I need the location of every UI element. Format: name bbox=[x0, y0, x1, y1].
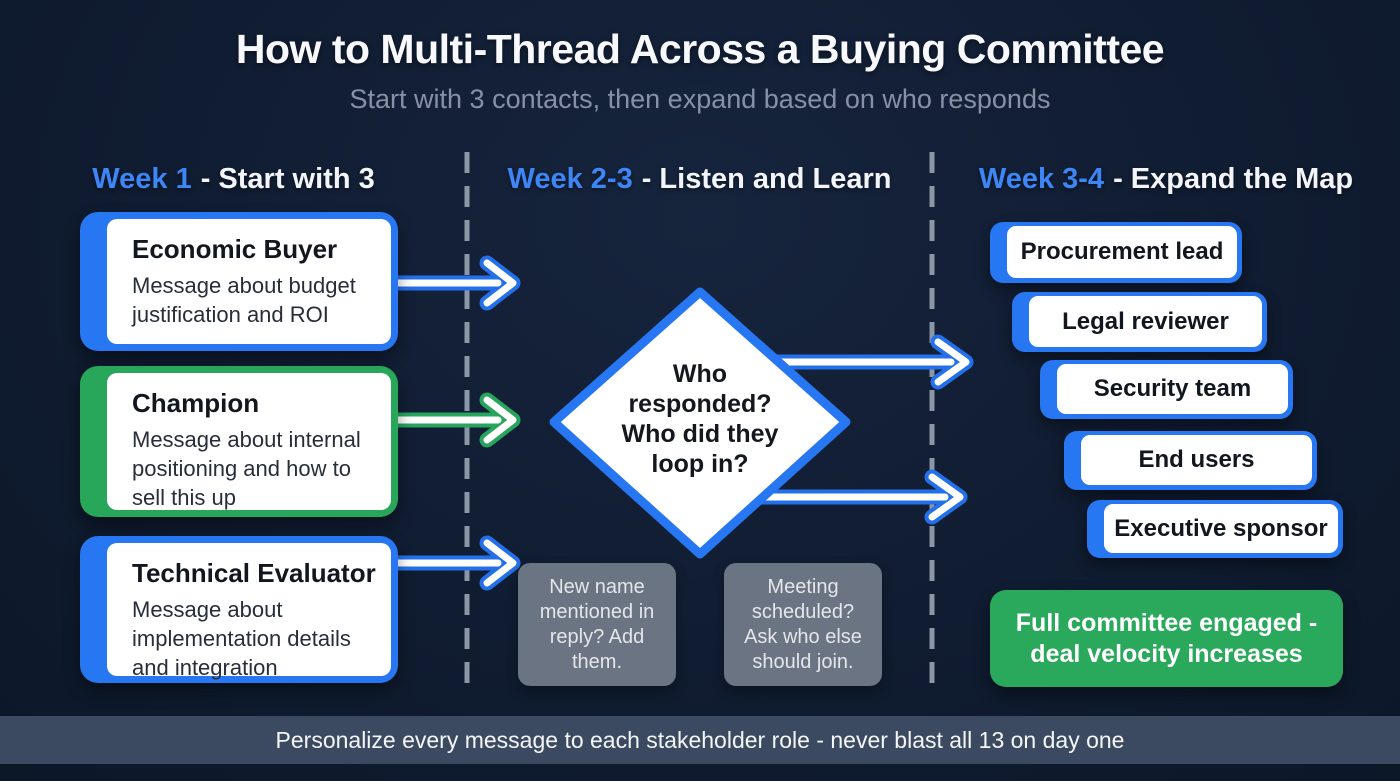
footer-banner: Personalize every message to each stakeh… bbox=[0, 716, 1400, 764]
decision-question: Who responded? Who did they loop in? bbox=[621, 360, 779, 478]
contact-card-body: Champion Message about internal position… bbox=[107, 373, 391, 510]
expansion-card-legal-reviewer: Legal reviewer bbox=[1012, 292, 1267, 352]
page-title: How to Multi-Thread Across a Buying Comm… bbox=[235, 26, 1165, 72]
expansion-card-procurement-lead: Procurement lead bbox=[990, 222, 1242, 283]
economic-buyer-arrow-icon bbox=[384, 255, 521, 311]
column-header-week1: Week 1 - Start with 3 bbox=[0, 161, 467, 197]
note-card-new-name: New name mentioned in reply? Add them. bbox=[518, 563, 676, 686]
champion-arrow-icon bbox=[384, 392, 521, 448]
week1-title: - Start with 3 bbox=[200, 162, 375, 195]
week1-label: Week 1 bbox=[92, 162, 192, 195]
week2-3-title: - Listen and Learn bbox=[641, 162, 892, 195]
contact-description: Message about budget justification and R… bbox=[132, 273, 356, 327]
contact-card-technical-evaluator: Technical Evaluator Message about implem… bbox=[80, 536, 398, 683]
contact-description: Message about internal positioning and h… bbox=[132, 427, 361, 510]
week2-3-label: Week 2-3 bbox=[507, 162, 633, 195]
week3-4-title: - Expand the Map bbox=[1113, 162, 1354, 195]
page-subtitle: Start with 3 contacts, then expand based… bbox=[349, 84, 1051, 114]
expansion-card-body: Security team bbox=[1057, 364, 1288, 414]
note-text: New name mentioned in reply? Add them. bbox=[539, 575, 655, 673]
expansion-label: Security team bbox=[1093, 375, 1252, 402]
contact-title: Economic Buyer bbox=[132, 234, 338, 264]
expansion-card-end-users: End users bbox=[1064, 431, 1317, 490]
expansion-label: Procurement lead bbox=[1020, 238, 1224, 265]
note-text: Meeting scheduled? Ask who else should j… bbox=[744, 575, 862, 673]
contact-card-champion: Champion Message about internal position… bbox=[80, 366, 398, 517]
week3-4-label: Week 3-4 bbox=[978, 162, 1105, 195]
footer-text: Personalize every message to each stakeh… bbox=[275, 726, 1125, 753]
expansion-card-security-team: Security team bbox=[1040, 360, 1293, 419]
expansion-label: End users bbox=[1138, 446, 1255, 473]
contact-card-economic-buyer: Economic Buyer Message about budget just… bbox=[80, 212, 398, 351]
expansion-label: Legal reviewer bbox=[1062, 307, 1229, 335]
outcome-text: Full committee engaged - deal velocity i… bbox=[1015, 608, 1318, 668]
contact-card-body: Technical Evaluator Message about implem… bbox=[107, 543, 391, 680]
diamond-to-expansion-lower-arrow-icon bbox=[730, 469, 968, 525]
note-card-meeting: Meeting scheduled? Ask who else should j… bbox=[724, 563, 882, 686]
column-header-week3-4: Week 3-4 - Expand the Map bbox=[932, 161, 1400, 197]
contact-card-body: Economic Buyer Message about budget just… bbox=[107, 219, 391, 344]
expansion-label: Executive sponsor bbox=[1114, 514, 1328, 542]
expansion-card-body: Executive sponsor bbox=[1104, 504, 1338, 553]
expansion-card-executive-sponsor: Executive sponsor bbox=[1087, 500, 1343, 558]
column-header-week2-3: Week 2-3 - Listen and Learn bbox=[467, 161, 932, 197]
outcome-banner: Full committee engaged - deal velocity i… bbox=[990, 590, 1343, 687]
contact-description: Message about implementation details and… bbox=[132, 597, 351, 680]
contact-title: Champion bbox=[132, 388, 260, 418]
expansion-card-body: Legal reviewer bbox=[1029, 296, 1262, 347]
contact-title: Technical Evaluator bbox=[132, 558, 376, 588]
expansion-card-body: Procurement lead bbox=[1007, 226, 1237, 278]
technical-evaluator-arrow-icon bbox=[384, 535, 521, 591]
expansion-card-body: End users bbox=[1081, 435, 1312, 485]
